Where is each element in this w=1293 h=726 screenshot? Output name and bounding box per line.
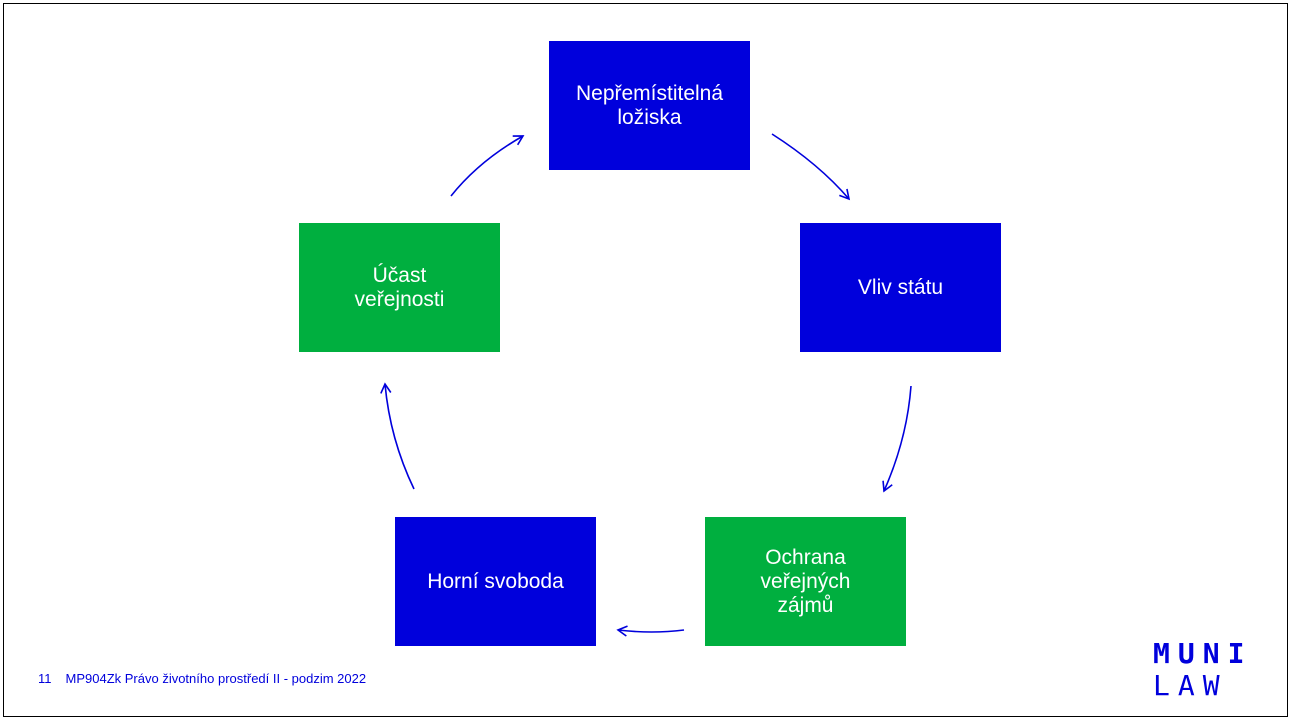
node-label: Horní svoboda xyxy=(427,569,564,593)
cycle-arrows xyxy=(380,133,912,637)
arrow-node4-to-node5 xyxy=(380,382,415,490)
node-ochrana-verejnych-zajmu: Ochrana veřejných zájmů xyxy=(705,517,906,646)
node-ucast-verejnosti: Účast veřejnosti xyxy=(299,223,500,352)
node-label: Účast veřejnosti xyxy=(354,263,445,311)
arrow-node3-to-node4 xyxy=(616,625,685,637)
node-label: Nepřemístitelná ložiska xyxy=(575,81,724,129)
logo-line-law: LAW xyxy=(1153,669,1228,702)
page-number: 11 xyxy=(38,671,52,686)
slide: Nepřemístitelná ložiska Vliv státu Ochra… xyxy=(3,3,1288,717)
arrow-node5-to-node1 xyxy=(450,135,525,197)
arrow-node1-to-node2 xyxy=(771,133,851,201)
arrow-node2-to-node3 xyxy=(882,385,912,493)
node-horni-svoboda: Horní svoboda xyxy=(395,517,596,646)
footer-text: MP904Zk Právo životního prostředí II - p… xyxy=(65,671,367,686)
node-vliv-statu: Vliv státu xyxy=(800,223,1001,352)
node-label: Vliv státu xyxy=(857,275,944,299)
node-label: Ochrana veřejných zájmů xyxy=(760,545,851,617)
muni-law-logo: MUNI LAW xyxy=(1153,637,1253,703)
logo-line-muni: MUNI xyxy=(1153,637,1253,670)
node-neprevistitelna-loziska: Nepřemístitelná ložiska xyxy=(549,41,750,170)
slide-footer: 11 MP904Zk Právo životního prostředí II -… xyxy=(38,671,366,686)
